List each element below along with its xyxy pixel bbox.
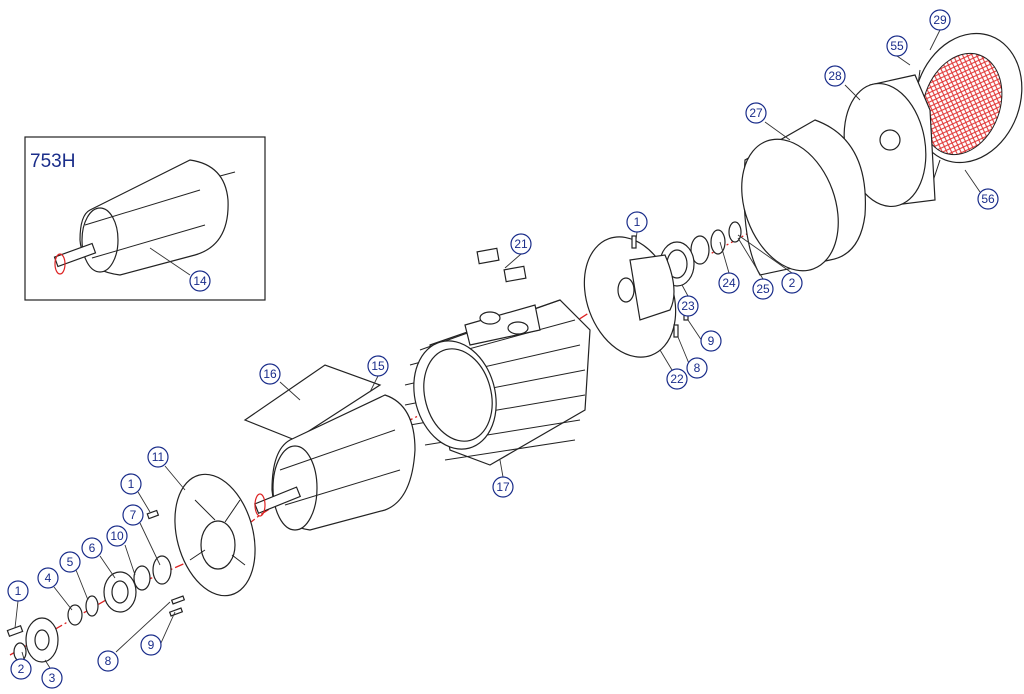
callout-8-front: 8 (97, 650, 119, 672)
rotor (254, 394, 416, 531)
callout-1-front: 1 (120, 473, 142, 495)
fan-cover (741, 119, 867, 276)
svg-text:8: 8 (694, 361, 701, 375)
callout-11: 11 (147, 446, 169, 468)
callout-4: 4 (37, 567, 59, 589)
svg-text:55: 55 (890, 39, 904, 53)
inset-753h: 753H (24, 136, 266, 301)
svg-text:24: 24 (722, 276, 736, 290)
front-bearing-set (6, 555, 172, 663)
callout-15: 15 (367, 355, 389, 377)
svg-text:1: 1 (634, 215, 641, 229)
svg-text:8: 8 (105, 654, 112, 668)
svg-text:9: 9 (708, 334, 715, 348)
callout-21: 21 (510, 233, 532, 255)
callout-3: 3 (41, 667, 63, 689)
callout-27: 27 (745, 102, 767, 124)
callout-7: 7 (122, 504, 144, 526)
callout-25: 25 (752, 278, 774, 300)
callout-8-rear: 8 (686, 357, 708, 379)
leader-lines (14, 29, 981, 669)
svg-text:11: 11 (152, 450, 165, 464)
callout-28: 28 (824, 65, 846, 87)
svg-text:6: 6 (89, 541, 96, 555)
callout-14: 14 (189, 270, 211, 292)
svg-text:23: 23 (681, 299, 695, 313)
svg-text:29: 29 (933, 13, 947, 27)
fan-guard (911, 32, 1023, 191)
svg-text:28: 28 (828, 69, 842, 83)
callout-56: 56 (977, 188, 999, 210)
inset-title: 753H (30, 151, 75, 172)
callout-2-front: 2 (10, 658, 32, 680)
svg-text:10: 10 (110, 529, 124, 543)
svg-text:25: 25 (756, 282, 770, 296)
svg-text:17: 17 (496, 480, 510, 494)
svg-text:7: 7 (130, 508, 137, 522)
svg-text:14: 14 (193, 274, 207, 288)
svg-text:15: 15 (371, 359, 385, 373)
inset-rotor (53, 159, 236, 276)
svg-text:1: 1 (128, 477, 135, 491)
front-end-shield (146, 473, 256, 617)
callout-9-front: 9 (140, 634, 162, 656)
rear-flange (583, 235, 689, 358)
fan (843, 74, 936, 208)
svg-text:4: 4 (45, 571, 52, 585)
svg-text:56: 56 (981, 192, 995, 206)
callout-23: 23 (677, 295, 699, 317)
svg-text:9: 9 (148, 638, 155, 652)
callout-17: 17 (492, 476, 514, 498)
stator-housing (404, 247, 591, 466)
svg-text:2: 2 (18, 662, 25, 676)
svg-text:16: 16 (263, 367, 277, 381)
callout-22: 22 (666, 368, 688, 390)
callout-1-end: 1 (7, 580, 29, 602)
callout-9-rear: 9 (700, 330, 722, 352)
svg-text:1: 1 (15, 584, 22, 598)
callout-5: 5 (59, 551, 81, 573)
svg-text:3: 3 (49, 671, 56, 685)
svg-text:5: 5 (67, 555, 74, 569)
callout-1-rear: 1 (626, 211, 648, 233)
callout-29: 29 (929, 9, 951, 31)
svg-text:21: 21 (514, 237, 528, 251)
callout-10: 10 (106, 525, 128, 547)
callout-16: 16 (259, 363, 281, 385)
svg-text:2: 2 (789, 276, 796, 290)
callout-24: 24 (718, 272, 740, 294)
insulation-sheet (243, 364, 382, 441)
svg-text:22: 22 (670, 372, 684, 386)
callout-55: 55 (886, 35, 908, 57)
callout-6: 6 (81, 537, 103, 559)
svg-text:27: 27 (749, 106, 763, 120)
callout-2-rear: 2 (781, 272, 803, 294)
